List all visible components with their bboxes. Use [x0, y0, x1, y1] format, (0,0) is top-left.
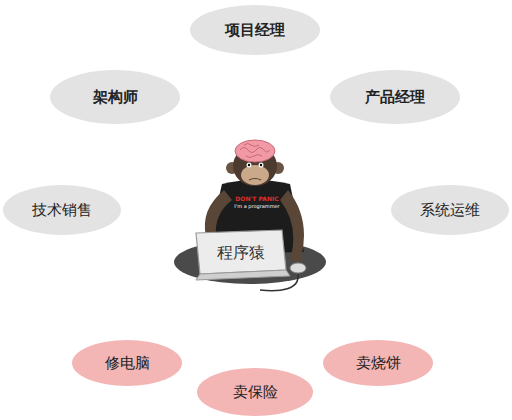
node-text: 架构师 [93, 88, 138, 107]
ellipse-node: 架构师 [50, 70, 180, 124]
laptop-base [196, 270, 290, 280]
ellipse-shape [323, 340, 433, 386]
ellipse-node: 系统运维 [391, 185, 509, 235]
ellipse-node: 卖烧饼 [323, 340, 433, 386]
node-text: 系统运维 [420, 201, 480, 220]
ellipse-shape [197, 368, 313, 416]
laptop [196, 230, 286, 274]
node-text: 卖烧饼 [356, 354, 401, 373]
node-text: 技术销售 [32, 201, 92, 220]
ellipse-shape [330, 70, 460, 124]
ellipse-node: 项目经理 [190, 5, 320, 55]
laptop-label: 程序猿 [217, 244, 265, 262]
ellipse-shape [190, 5, 320, 55]
shirt-print: I'm a programmer [234, 204, 279, 210]
mouth [249, 179, 261, 181]
ellipse-node: 技术销售 [3, 185, 121, 235]
ellipse-node: 产品经理 [330, 70, 460, 124]
eye [247, 163, 252, 168]
brain-folds [240, 144, 270, 158]
ellipse-shape [50, 70, 180, 124]
ellipse-node: 卖保险 [197, 368, 313, 416]
eye [259, 163, 264, 168]
brain [235, 140, 275, 162]
ellipse-shape [3, 185, 121, 235]
pupil [248, 164, 250, 166]
node-text: 项目经理 [225, 21, 285, 40]
node-text: 产品经理 [365, 88, 425, 107]
face [241, 165, 269, 185]
node-text: 卖保险 [233, 383, 278, 402]
ellipse-node: 修电脑 [72, 340, 182, 386]
ellipse-shape [391, 185, 509, 235]
ellipse-shape [72, 340, 182, 386]
pupil [260, 164, 262, 166]
mouse [290, 263, 306, 273]
arm [205, 190, 232, 236]
shirt-print: DON'T PANIC [235, 196, 278, 203]
node-text: 修电脑 [105, 354, 150, 373]
